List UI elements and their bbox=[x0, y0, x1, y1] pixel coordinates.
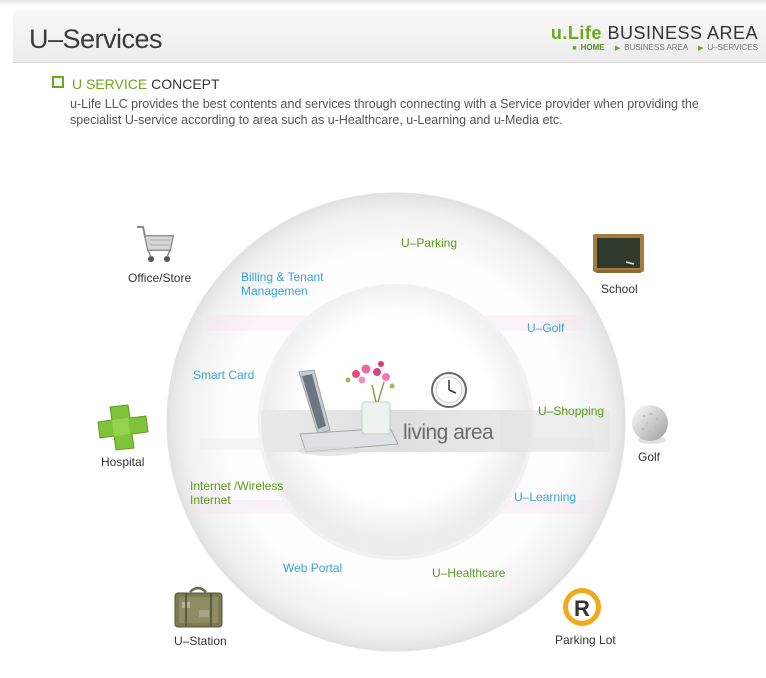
brand-prefix: u.Life bbox=[550, 23, 602, 43]
breadcrumb: ■HOME ▶BUSINESS AREA ▶U–SERVICES bbox=[564, 43, 758, 52]
center-label: living area bbox=[403, 421, 494, 444]
brand-title: u.Life BUSINESS AREA bbox=[551, 23, 758, 44]
brand-suffix: BUSINESS AREA bbox=[607, 23, 758, 43]
service-billing-tenant: Billing & Tenant Managemen bbox=[241, 270, 337, 298]
svg-text:R: R bbox=[574, 596, 590, 621]
section-title-highlight: U SERVICE bbox=[72, 76, 148, 92]
square-bullet-icon bbox=[52, 76, 64, 88]
place-school: School bbox=[601, 282, 638, 296]
place-parking-lot: Parking Lot bbox=[555, 633, 616, 647]
section-heading: U SERVICE CONCEPT bbox=[52, 76, 220, 92]
medical-cross-icon bbox=[97, 404, 149, 451]
place-u-station: U–Station bbox=[174, 634, 227, 648]
parking-sign-icon: R bbox=[563, 588, 601, 626]
clock-icon bbox=[431, 372, 467, 408]
arrow-right-icon: ▶ bbox=[614, 45, 621, 52]
place-hospital: Hospital bbox=[101, 455, 145, 469]
service-u-healthcare: U–Healthcare bbox=[432, 566, 506, 580]
service-u-golf: U–Golf bbox=[527, 321, 565, 335]
breadcrumb-u-services[interactable]: U–SERVICES bbox=[707, 43, 758, 52]
breadcrumb-home[interactable]: HOME bbox=[580, 43, 605, 52]
service-web-portal: Web Portal bbox=[283, 561, 343, 575]
place-office-store: Office/Store bbox=[128, 271, 192, 285]
top-rule bbox=[0, 0, 766, 6]
page-header: U–Services u.Life BUSINESS AREA ■HOME ▶B… bbox=[13, 10, 766, 63]
service-u-learning: U–Learning bbox=[514, 490, 577, 504]
breadcrumb-business-area[interactable]: BUSINESS AREA bbox=[624, 43, 688, 52]
bullet-icon: ■ bbox=[572, 45, 577, 52]
golf-ball-icon bbox=[632, 405, 668, 444]
shopping-cart-icon bbox=[137, 226, 175, 262]
service-u-shopping: U–Shopping bbox=[538, 404, 605, 418]
service-internet: Internet /Wireless Internet bbox=[190, 479, 284, 507]
chalkboard-icon bbox=[593, 234, 644, 273]
place-golf: Golf bbox=[638, 450, 661, 464]
service-smart-card: Smart Card bbox=[193, 368, 255, 382]
service-billing-label: Billing & Tenant Managemen bbox=[241, 270, 324, 298]
page-title: U–Services bbox=[29, 24, 163, 54]
service-u-parking: U–Parking bbox=[401, 236, 458, 250]
section-title-rest: CONCEPT bbox=[151, 76, 220, 92]
section-description: u-Life LLC provides the best contents an… bbox=[70, 97, 699, 127]
flower-vase-icon bbox=[345, 361, 395, 435]
arrow-right-icon: ▶ bbox=[698, 45, 704, 52]
suitcase-icon bbox=[174, 586, 223, 628]
